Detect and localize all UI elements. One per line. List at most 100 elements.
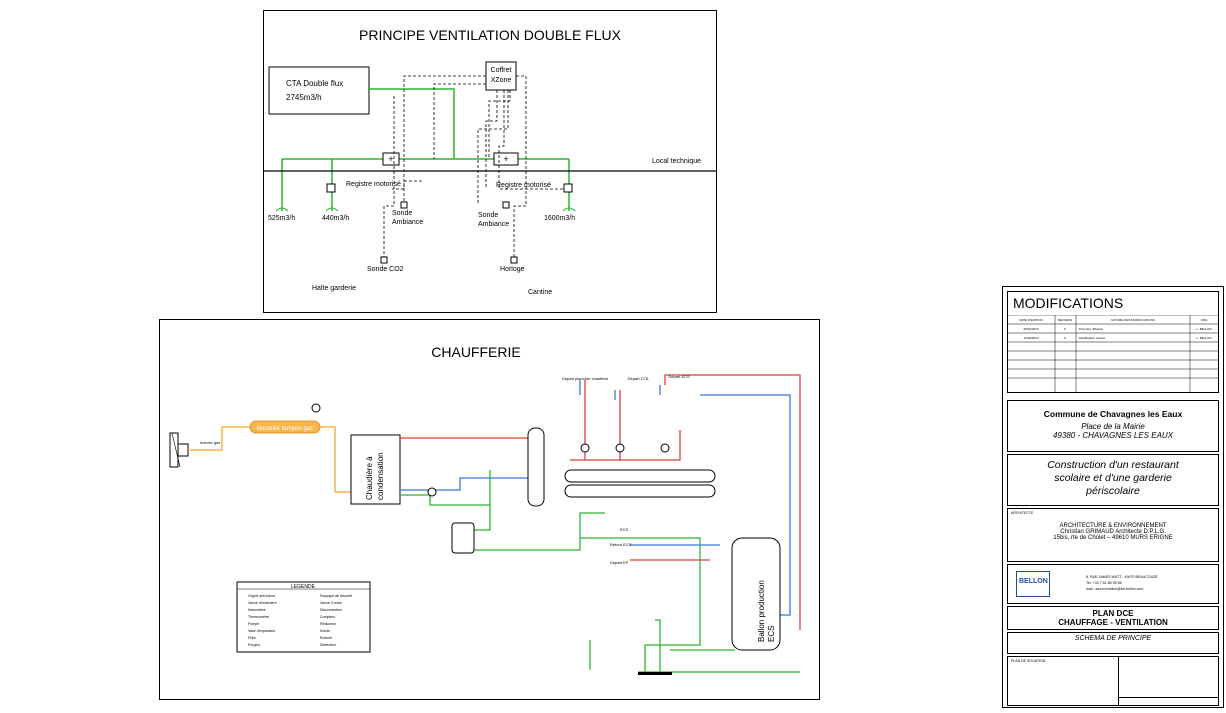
legend-item: Clapet anti-retour bbox=[248, 594, 276, 598]
modifications-title: MODIFICATIONS bbox=[1013, 295, 1124, 311]
horloge: Horloge bbox=[500, 266, 525, 273]
depart-plancher: Départ plancher chauffant bbox=[562, 376, 609, 381]
damper-left bbox=[382, 152, 400, 166]
sonde-ambiance-right-2: Ambiance bbox=[478, 221, 509, 228]
legend-items: Clapet anti-retour Vanne d'isolement Man… bbox=[248, 594, 352, 647]
projet-section: Construction d'un restaurant scolaire et… bbox=[1007, 454, 1219, 506]
bouteille-casse-pression bbox=[527, 427, 545, 507]
pump-group bbox=[427, 443, 670, 497]
legend-item: Vanne d'isolement bbox=[248, 601, 276, 605]
legend-item: Détendeur bbox=[320, 643, 337, 647]
local-technique-label: Local technique bbox=[652, 158, 701, 165]
archi-line3: 15bis, rte de Cholet – 49610 MURS ERIGNE bbox=[1053, 535, 1173, 541]
ventilation-title: PRINCIPE VENTILATION DOUBLE FLUX bbox=[359, 27, 622, 43]
chaufferie-diagram: CHAUFFERIE Arrivée gaz Bouteille tampon … bbox=[169, 344, 801, 675]
depart-ecs: Départ ECS bbox=[668, 374, 690, 379]
sonde-co2: Sonde CO2 bbox=[367, 266, 404, 273]
hot-lines bbox=[400, 374, 801, 630]
architecte-section: ARCHITECTE ARCHITECTURE & ENVIRONNEMENT … bbox=[1007, 508, 1219, 562]
title-block: MODIFICATIONS DATE D'EDITION REVISION NA… bbox=[1002, 286, 1224, 708]
plan-line2: CHAUFFAGE - VENTILATION bbox=[1058, 618, 1168, 627]
legend-item: Manomètre bbox=[248, 608, 266, 612]
adresse-line2: 49380 - CHAVAGNES LES EAUX bbox=[1052, 431, 1174, 440]
bet-mail: mail : laurent.bellon@be-bellon.com bbox=[1086, 587, 1144, 591]
legend-item: Pompe bbox=[248, 622, 259, 626]
wall-marker bbox=[169, 432, 179, 468]
mod-cell: 25/02/2015 bbox=[1023, 327, 1038, 331]
mod-cell: 12/06/2015 bbox=[1023, 336, 1038, 340]
mod-header: NATURE DES MODIFICATIONS bbox=[1111, 318, 1155, 322]
cta-name: CTA Double flux bbox=[286, 79, 343, 88]
schema-section: SCHEMA DE PRINCIPE bbox=[1007, 632, 1219, 654]
bet-address: 8, RUE JAMES WATT - 49070 BEAUCOUZE bbox=[1086, 575, 1158, 579]
collecteur-bas bbox=[638, 672, 672, 675]
halte-garderie: Halte garderie bbox=[312, 285, 356, 292]
adresse-line1: Place de la Mairie bbox=[1081, 422, 1145, 431]
legend-item: Compteur bbox=[320, 615, 336, 619]
commune-name: Commune de Chavagnes les Eaux bbox=[1043, 409, 1183, 419]
registre-left-marker bbox=[326, 183, 336, 193]
modifications-section: MODIFICATIONS DATE D'EDITION REVISION NA… bbox=[1007, 291, 1219, 393]
chaudiere-box bbox=[350, 434, 401, 505]
legend-item: Filtre bbox=[248, 636, 256, 640]
mod-cell: 0 bbox=[1064, 327, 1066, 331]
logo-text: BELLON bbox=[1019, 578, 1048, 585]
legend-item: Soupape de sécurité bbox=[320, 594, 352, 598]
cta-box bbox=[268, 66, 370, 115]
legend-title: LEGENDE bbox=[291, 584, 316, 590]
gas-inlet-box bbox=[177, 443, 189, 457]
sonde-ambiance-left-1: Sonde bbox=[392, 210, 412, 217]
legend-item: Purgeur bbox=[248, 643, 261, 647]
control-wires bbox=[383, 75, 569, 263]
return-lines bbox=[400, 470, 800, 673]
ventilation-diagram: PRINCIPE VENTILATION DOUBLE FLUX CTA Dou… bbox=[264, 27, 716, 296]
sonde-ambiance-right-1: Sonde bbox=[478, 212, 498, 219]
legend-item: Sonde bbox=[320, 629, 330, 633]
damper-right bbox=[493, 152, 519, 166]
plan-line3: SCHEMA DE PRINCIPE bbox=[1074, 635, 1152, 642]
depart-cta: Départ CTA bbox=[628, 376, 649, 381]
ballon-line1: Ballon production bbox=[757, 580, 766, 642]
horloge-marker bbox=[510, 256, 518, 264]
coffret-line2: XZone bbox=[491, 77, 512, 84]
modifications-table: DATE D'EDITION REVISION NATURE DES MODIF… bbox=[1008, 315, 1218, 392]
sonde-left-marker bbox=[400, 201, 408, 209]
mod-header: VISA bbox=[1201, 318, 1208, 322]
bottom-section: PLAN DE SITUATION bbox=[1007, 656, 1219, 706]
projet-title: Construction d'un restaurant scolaire et… bbox=[1047, 459, 1179, 497]
archi-line2: Christian GRIMAUD Architecte D.P.L.G. bbox=[1060, 529, 1166, 535]
archi-line1: ARCHITECTURE & ENVIRONNEMENT bbox=[1059, 523, 1167, 529]
mod-header: REVISION bbox=[1058, 318, 1072, 322]
plan-section: PLAN DCE CHAUFFAGE - VENTILATION bbox=[1007, 606, 1219, 630]
legend-item: Disconnecteur bbox=[320, 608, 343, 612]
mod-header: DATE D'EDITION bbox=[1019, 318, 1043, 322]
bouteille-tampon bbox=[249, 420, 321, 434]
mod-cell: L. BELLON bbox=[1196, 336, 1211, 340]
gauge-icon bbox=[311, 403, 321, 413]
flow-525: 525m3/h bbox=[268, 215, 295, 222]
sonde-co2-marker bbox=[380, 256, 388, 264]
mod-cell: A bbox=[1064, 336, 1066, 340]
flow-1600: 1600m3/h bbox=[544, 215, 575, 222]
mod-cell: Première diffusion bbox=[1079, 327, 1103, 331]
commune-section: Commune de Chavagnes les Eaux Place de l… bbox=[1007, 400, 1219, 452]
legend-item: Robinet bbox=[320, 636, 332, 640]
architecte-label: ARCHITECTE bbox=[1011, 511, 1034, 515]
legend-item: Thermomètre bbox=[248, 615, 269, 619]
flow-440: 440m3/h bbox=[322, 215, 349, 222]
chaufferie-frame: CHAUFFERIE Arrivée gaz Bouteille tampon … bbox=[159, 319, 820, 700]
collecteur-top bbox=[564, 469, 716, 483]
chaudiere-line2: condensation bbox=[376, 452, 385, 500]
bet-phone: Tel: +33 7 61 85 95 56 bbox=[1086, 581, 1122, 585]
sonde-right-marker bbox=[502, 201, 510, 209]
ventilation-frame: PRINCIPE VENTILATION DOUBLE FLUX CTA Dou… bbox=[263, 10, 717, 313]
diffusers bbox=[275, 207, 576, 212]
collecteur-bottom bbox=[564, 484, 716, 498]
retour-ecs-label: Retour ECS bbox=[610, 542, 632, 547]
cantine: Cantine bbox=[528, 289, 552, 296]
vase-expansion bbox=[451, 522, 475, 554]
depart-ef-label: Départ EF bbox=[610, 560, 629, 565]
legend-box bbox=[236, 581, 371, 653]
registre-left: Registre motorisé bbox=[346, 181, 401, 188]
mod-cell: L. BELLON bbox=[1196, 327, 1211, 331]
